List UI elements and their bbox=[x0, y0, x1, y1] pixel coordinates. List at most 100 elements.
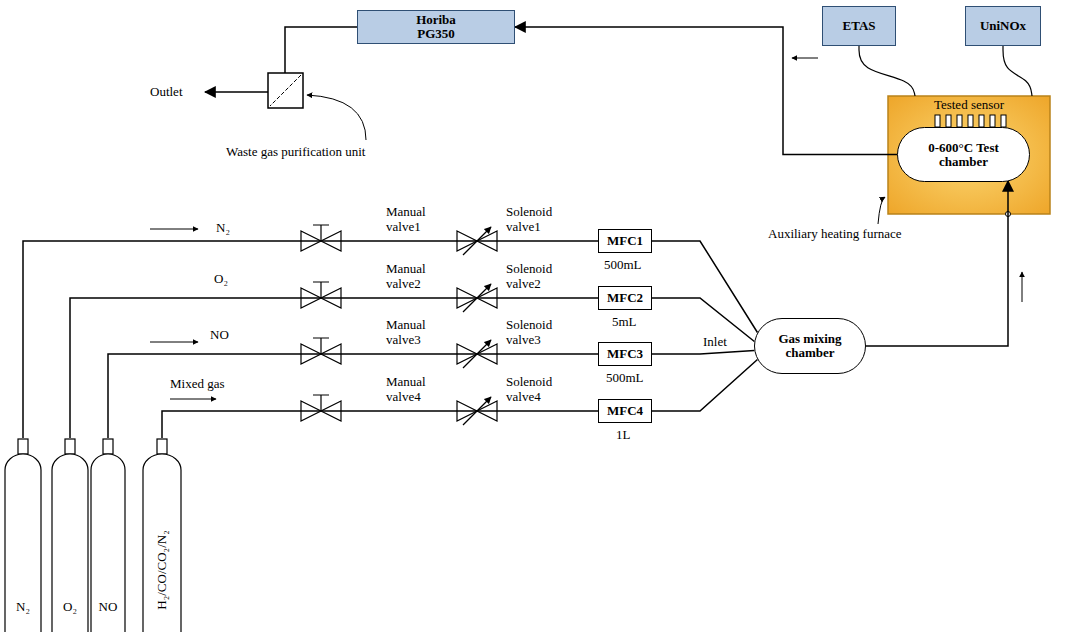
valve-row bbox=[301, 395, 497, 425]
gas-line bbox=[652, 360, 757, 412]
cylinder-body bbox=[5, 454, 41, 632]
furnace-body bbox=[888, 96, 1050, 214]
gas-line bbox=[652, 241, 757, 333]
leader-line bbox=[878, 197, 885, 224]
node-text: 0-600°C Test chamber bbox=[916, 141, 1012, 169]
gas-line bbox=[859, 46, 915, 96]
gas-line bbox=[23, 241, 598, 438]
node-text: Tested sensor bbox=[934, 98, 1004, 112]
part-label: N₂ bbox=[216, 220, 230, 235]
cylinder-neck bbox=[18, 439, 28, 454]
gas-cylinder: N₂ bbox=[4, 438, 42, 632]
valve-row bbox=[301, 338, 497, 368]
valve-handle bbox=[313, 282, 329, 298]
leader-line bbox=[307, 95, 366, 140]
node-text: H₂/CO/CO₂/N₂ bbox=[155, 530, 169, 609]
gas-line bbox=[652, 298, 754, 342]
valve-row bbox=[301, 282, 497, 312]
cylinder-body bbox=[91, 454, 125, 632]
flow-arrow bbox=[150, 229, 198, 230]
sensor-pins bbox=[935, 115, 1006, 127]
part-label: Mixed gas bbox=[170, 376, 225, 391]
flow-arrow bbox=[170, 399, 216, 400]
part-label: 5mL bbox=[612, 314, 637, 329]
part-label: Manual valve3 bbox=[386, 317, 436, 347]
filter-line bbox=[270, 75, 301, 106]
sensor-pin bbox=[935, 115, 940, 127]
gas-cylinder: NO bbox=[90, 438, 126, 632]
gas-line bbox=[515, 27, 897, 155]
part-label: Waste gas purification unit bbox=[226, 144, 365, 159]
node-text: MFC3 bbox=[607, 347, 643, 361]
node-text: Gas mixing chamber bbox=[769, 332, 851, 360]
connectors bbox=[23, 27, 1032, 438]
sensor-pin bbox=[946, 115, 951, 127]
valve-handle bbox=[313, 395, 329, 411]
gas-line bbox=[1003, 46, 1032, 96]
sensor-pin bbox=[1001, 115, 1006, 127]
outlet-pipe bbox=[205, 91, 268, 93]
part-label: Auxiliary heating furnace bbox=[768, 226, 902, 241]
node-text: MFC4 bbox=[607, 404, 643, 418]
mass-flow-controller: MFC3 bbox=[598, 342, 652, 366]
heating-furnace: Tested sensor 0-600°C Test chamber bbox=[888, 96, 1050, 214]
part-label: 1L bbox=[616, 427, 630, 442]
valve-group bbox=[301, 225, 497, 425]
exhaust-pipe bbox=[285, 27, 357, 73]
flow-arrow bbox=[792, 58, 818, 59]
gas-line bbox=[108, 354, 598, 438]
part-label: Solenoid valve1 bbox=[506, 204, 562, 234]
mass-flow-controller: MFC4 bbox=[598, 399, 652, 423]
gas-line bbox=[162, 411, 598, 438]
flow-arrow bbox=[1022, 272, 1023, 302]
part-label: Outlet bbox=[150, 84, 183, 99]
node-text: NO bbox=[99, 600, 118, 614]
valve-handle bbox=[313, 225, 329, 241]
part-label: Manual valve2 bbox=[386, 261, 436, 291]
valve-row bbox=[301, 225, 497, 255]
mass-flow-controller: MFC1 bbox=[598, 229, 652, 253]
analyzer-box: Horiba PG350 bbox=[357, 10, 515, 44]
part-label: O₂ bbox=[214, 271, 228, 286]
gas-line bbox=[866, 181, 1008, 346]
part-label: Manual valve4 bbox=[386, 374, 436, 404]
part-label: 500mL bbox=[604, 257, 642, 272]
ecu-box: ETAS bbox=[822, 6, 896, 46]
sensor-pin bbox=[990, 115, 995, 127]
mass-flow-controller: MFC2 bbox=[598, 286, 652, 310]
mixing-chamber: Gas mixing chamber bbox=[754, 318, 866, 374]
part-label: Solenoid valve3 bbox=[506, 317, 562, 347]
test-chamber: 0-600°C Test chamber bbox=[897, 127, 1030, 182]
part-label: Solenoid valve4 bbox=[506, 374, 562, 404]
node-text: UniNOx bbox=[980, 19, 1026, 33]
gas-line bbox=[652, 351, 754, 355]
valve-handle bbox=[313, 338, 329, 354]
gas-cylinder: O₂ bbox=[51, 438, 89, 632]
sensor-pin bbox=[968, 115, 973, 127]
gas-line bbox=[70, 298, 598, 438]
node-text: N₂ bbox=[16, 600, 30, 614]
cylinder-neck bbox=[103, 439, 113, 454]
node-text: ETAS bbox=[843, 19, 876, 33]
cylinder-body bbox=[143, 454, 181, 632]
nox-box: UniNOx bbox=[965, 6, 1041, 46]
cylinder-neck bbox=[65, 439, 75, 454]
gas-cylinder: H₂/CO/CO₂/N₂ bbox=[142, 438, 182, 632]
sensor-pin bbox=[979, 115, 984, 127]
part-label: 500mL bbox=[606, 370, 644, 385]
purification-unit bbox=[268, 73, 303, 108]
node-text: O₂ bbox=[63, 600, 77, 614]
part-label: Inlet bbox=[703, 334, 727, 349]
flow-arrow bbox=[150, 342, 198, 343]
node-text: MFC1 bbox=[607, 234, 643, 248]
node-text: MFC2 bbox=[607, 291, 643, 305]
cylinder-body bbox=[52, 454, 88, 632]
part-label: NO bbox=[210, 327, 229, 342]
part-label: Manual valve1 bbox=[386, 204, 436, 234]
sensor-pin bbox=[957, 115, 962, 127]
part-label: Solenoid valve2 bbox=[506, 261, 562, 291]
cylinder-neck bbox=[157, 439, 167, 454]
node-text: Horiba PG350 bbox=[405, 13, 467, 41]
